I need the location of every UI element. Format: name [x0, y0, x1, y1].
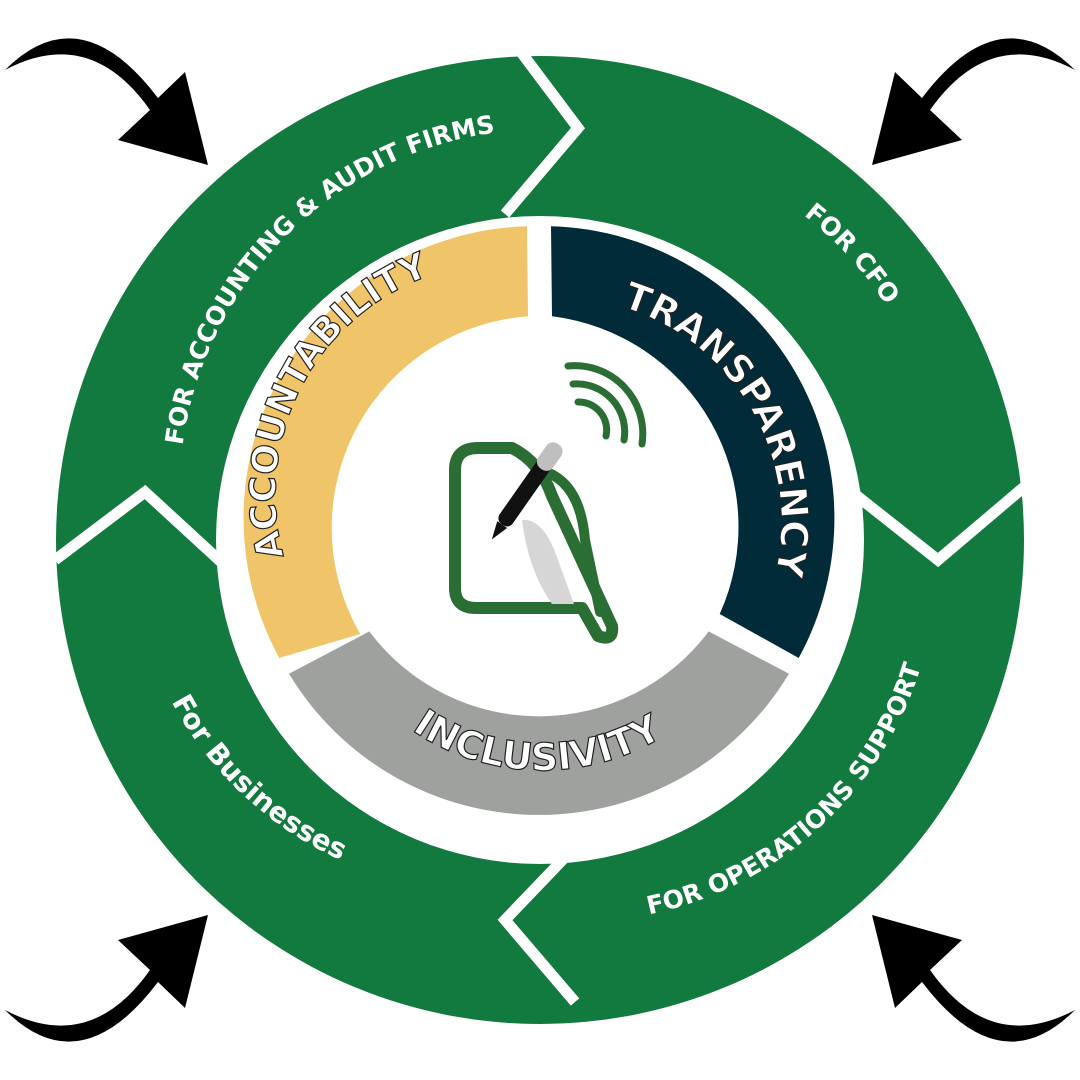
corner-arrows: [5, 38, 1075, 1042]
pen-swoosh-shadow: [522, 519, 574, 604]
pen-swoosh: [535, 465, 605, 617]
divider-bottom: [497, 846, 580, 1006]
divider-top: [500, 36, 586, 218]
accountability-segment: [243, 226, 528, 658]
transparency-segment: [551, 226, 835, 658]
divider-right: [848, 477, 1034, 568]
arrow-bottom-right: [872, 915, 1075, 1042]
divider-left: [51, 484, 236, 577]
arrow-top-right: [872, 38, 1075, 165]
signal-waves-icon: [564, 362, 647, 448]
signed-document-icon: [449, 362, 647, 644]
inclusivity-segment: [289, 631, 789, 815]
segment-dividers: [51, 36, 1034, 1006]
arrow-top-left: [5, 38, 208, 165]
pen-icon: [491, 442, 563, 540]
arrow-bottom-left: [5, 915, 208, 1042]
